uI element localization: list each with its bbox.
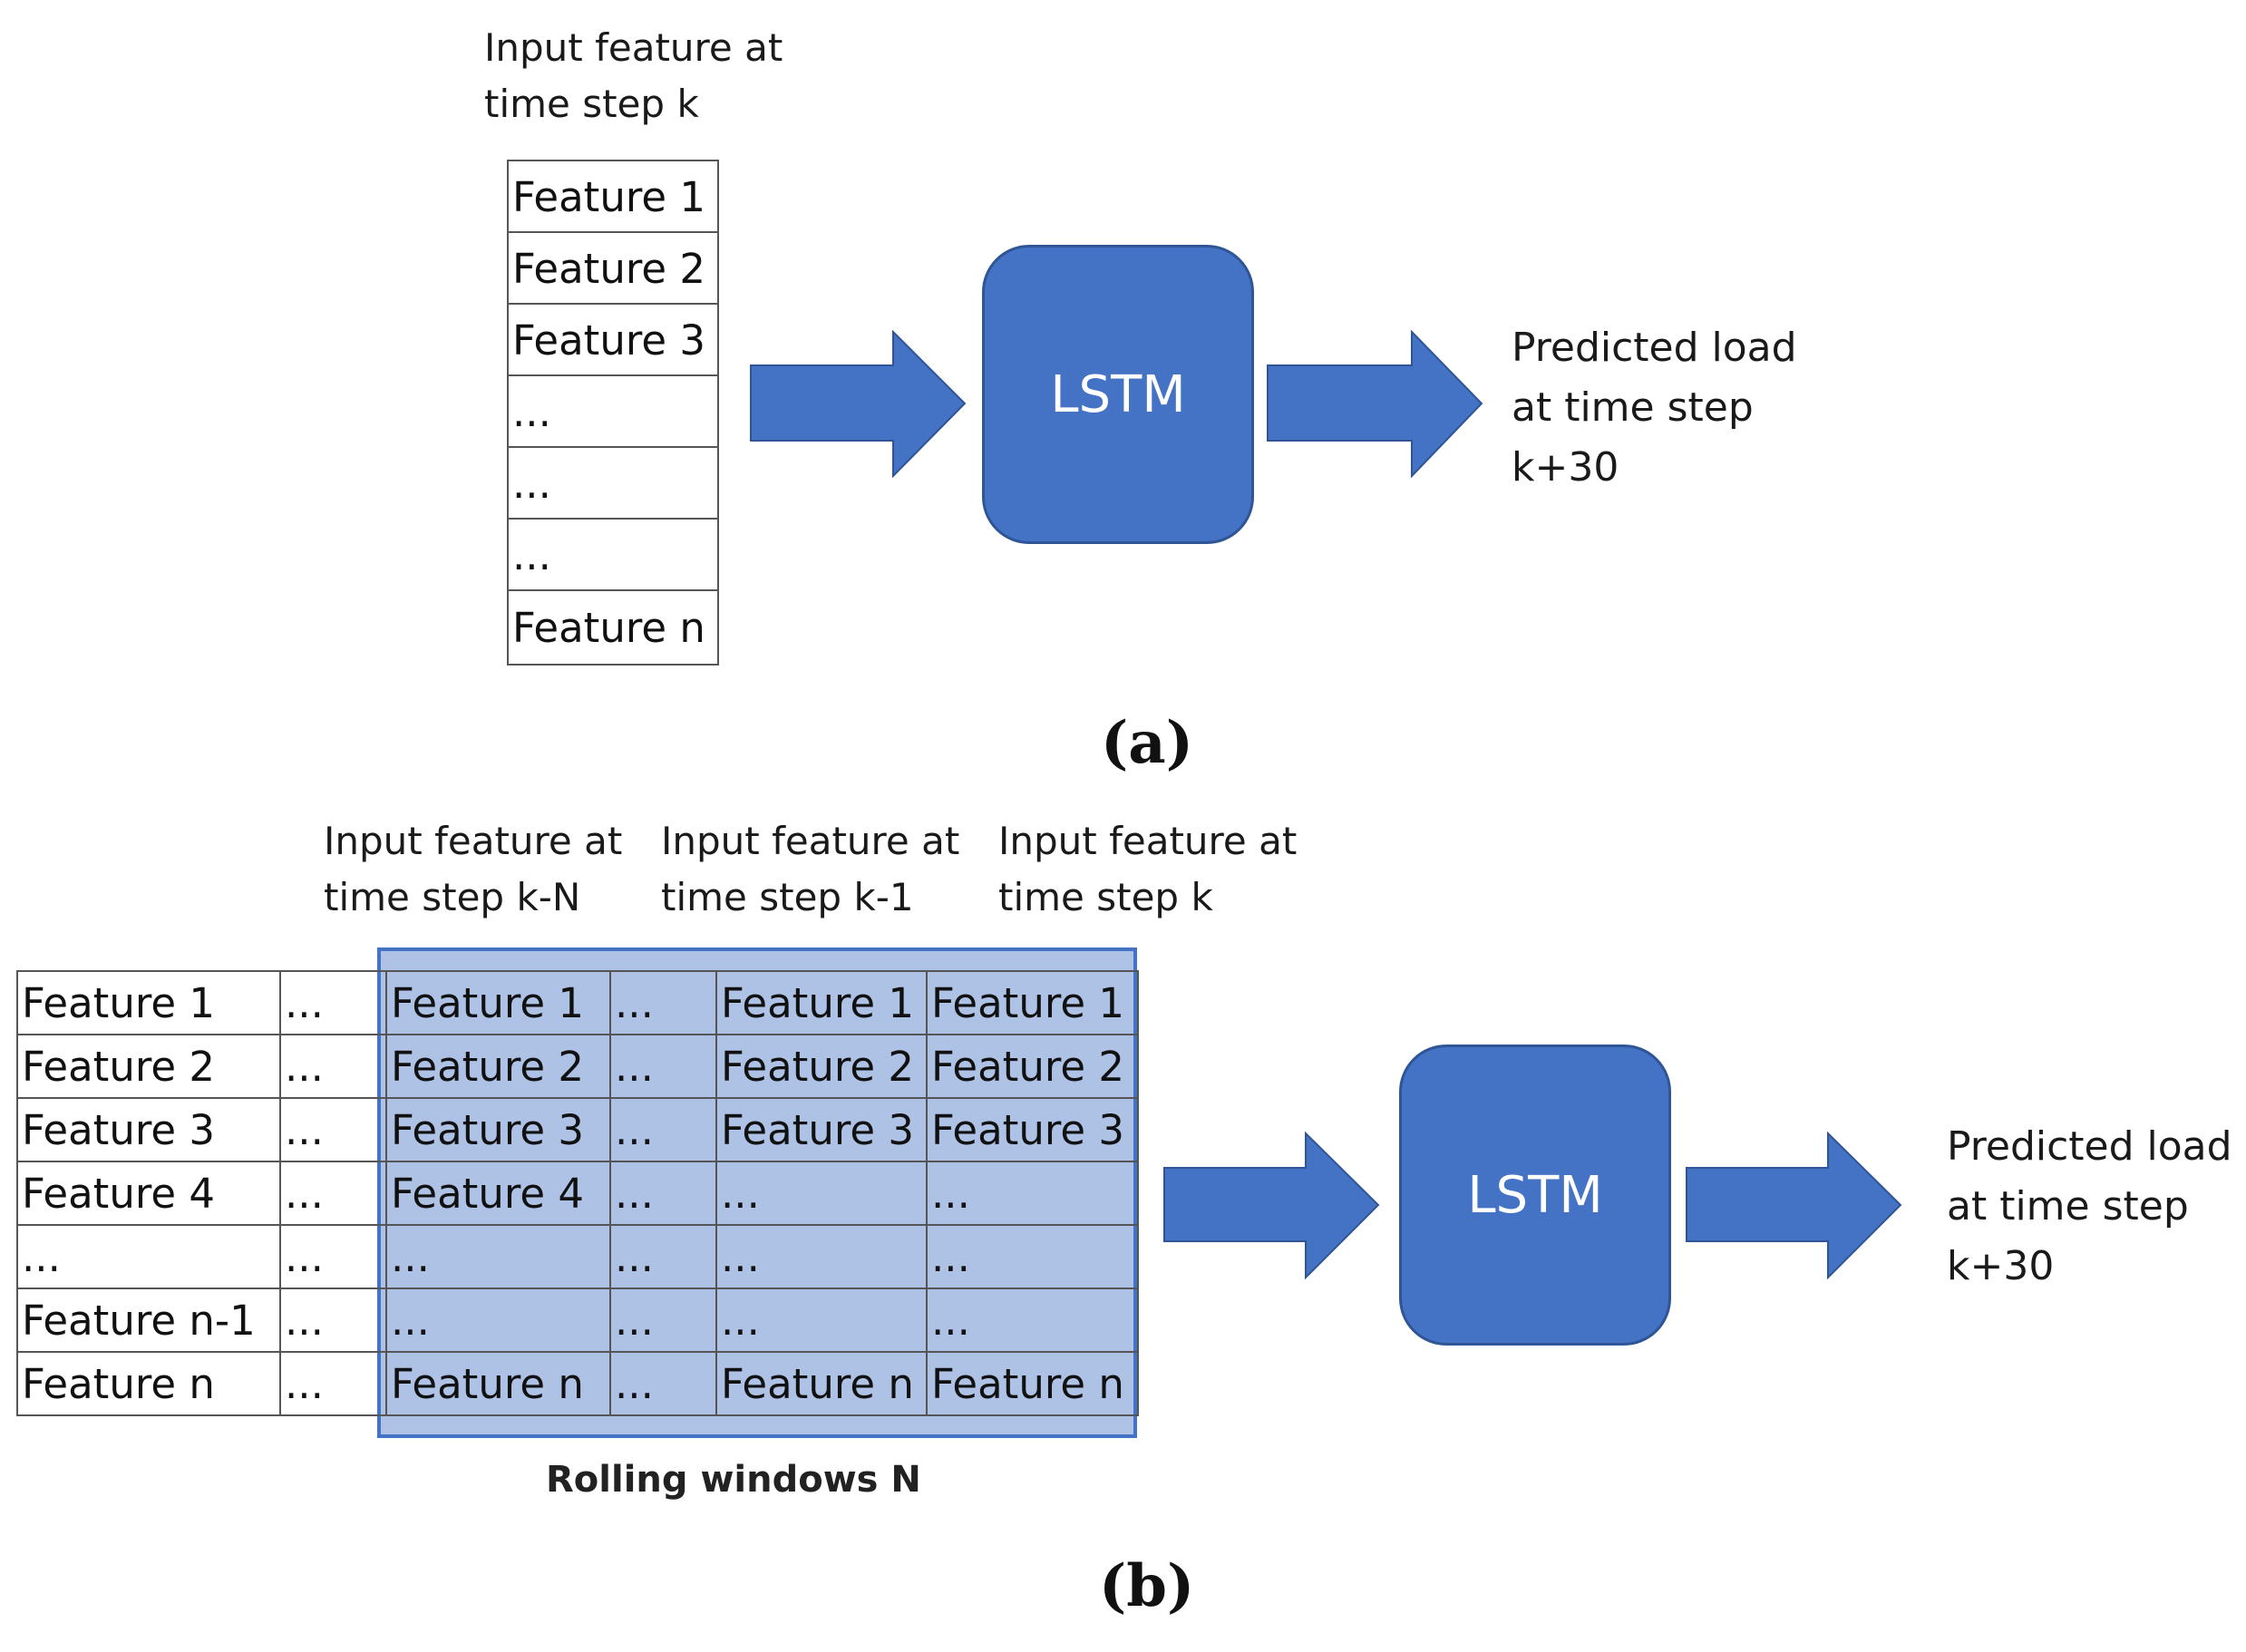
input-caption-line2: time step k: [484, 82, 699, 126]
output-caption-line2: at time step: [1947, 1183, 2189, 1229]
feature-table-cell: Feature n: [715, 1351, 928, 1416]
step-caption-line2: time step k-N: [324, 875, 581, 919]
feature-table-cell: Feature 4: [16, 1161, 281, 1226]
output-caption-line1: Predicted load: [1947, 1123, 2232, 1170]
lstm-label-a: LSTM: [1050, 364, 1186, 424]
step-caption-k: Input feature at time step k: [998, 813, 1297, 926]
input-caption-line1: Input feature at: [484, 25, 783, 70]
input-caption-a: Input feature at time step k: [484, 20, 783, 132]
lstm-label-b: LSTM: [1467, 1165, 1603, 1225]
feature-table-cell: Feature n: [926, 1351, 1139, 1416]
feature-table-cell: ...: [279, 1351, 387, 1416]
input-arrow-b: [1163, 1131, 1380, 1280]
output-caption-line3: k+30: [1512, 444, 1619, 491]
feature-table-cell: Feature n: [16, 1351, 281, 1416]
output-arrow-b: [1686, 1131, 1902, 1280]
feature-table-cell: Feature 2: [926, 1034, 1139, 1099]
feature-table-cell: Feature 2: [16, 1034, 281, 1099]
lstm-block-a: LSTM: [982, 245, 1254, 544]
output-caption-line3: k+30: [1947, 1243, 2055, 1289]
step-caption-line2: time step k: [998, 875, 1213, 919]
input-arrow-a: [750, 329, 967, 479]
rolling-window: [377, 947, 1137, 1438]
output-caption-a: Predicted load at time step k+30: [1512, 318, 1797, 498]
step-caption-line1: Input feature at: [661, 819, 960, 863]
feature-cell: Feature 1: [507, 160, 719, 233]
output-arrow-a: [1267, 329, 1483, 479]
lstm-block-b: LSTM: [1399, 1045, 1671, 1346]
step-caption-k-N: Input feature at time step k-N: [324, 813, 622, 926]
step-caption-line1: Input feature at: [324, 819, 623, 863]
step-caption-line1: Input feature at: [998, 819, 1298, 863]
step-caption-k-1: Input feature at time step k-1: [661, 813, 959, 926]
panel-label-a: (a): [1101, 709, 1194, 777]
output-caption-line2: at time step: [1512, 384, 1754, 431]
rolling-window-label: Rolling windows N: [546, 1459, 921, 1501]
panel-label-b: (b): [1099, 1552, 1195, 1620]
feature-table-cell: ...: [609, 1351, 717, 1416]
feature-table-cell: ...: [715, 1224, 928, 1289]
feature-table-cell: Feature 4: [385, 1161, 611, 1226]
feature-table-cell: Feature n: [385, 1351, 611, 1416]
feature-table-cell: Feature 2: [385, 1034, 611, 1099]
output-caption-line1: Predicted load: [1512, 325, 1797, 371]
step-caption-line2: time step k-1: [661, 875, 914, 919]
output-caption-b: Predicted load at time step k+30: [1947, 1117, 2232, 1297]
feature-cell: Feature n: [507, 589, 719, 666]
